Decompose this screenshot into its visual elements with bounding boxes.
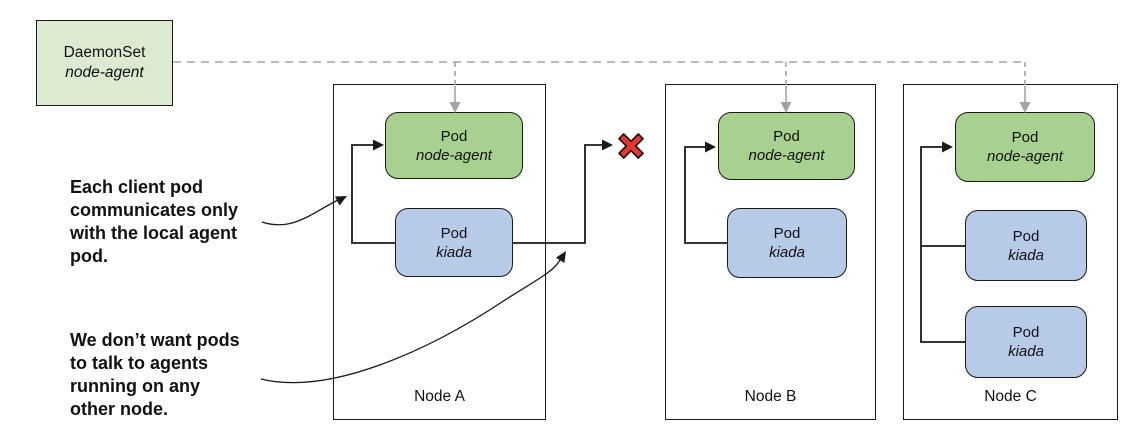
pod-kind: Pod — [440, 127, 468, 145]
daemonset-dashed-link — [173, 61, 1026, 103]
node-b-kiada-pod: Pod kiada — [727, 208, 847, 278]
node-a-cross-node-arrowhead — [602, 139, 613, 151]
forbidden-x-icon — [618, 133, 644, 159]
annotation-no-cross-node: We don’t want pods to talk to agents run… — [70, 329, 310, 421]
daemonset-box: DaemonSet node-agent — [36, 20, 173, 106]
annotation-line: to talk to agents — [70, 353, 209, 373]
pod-kind: Pod — [1011, 129, 1039, 146]
pod-name: node-agent — [748, 147, 825, 164]
pod-name: kiada — [1008, 246, 1044, 264]
pod-kind: Pod — [440, 224, 468, 242]
annotation-local-only: Each client pod communicates only with t… — [70, 176, 310, 268]
pod-kind: Pod — [773, 225, 801, 242]
annotation-line: running on any — [70, 376, 200, 396]
node-b-agent-pod: Pod node-agent — [718, 112, 855, 180]
annotation-line: Each client pod — [70, 177, 204, 197]
node-a-label: Node A — [414, 388, 465, 405]
node-b-label: Node B — [744, 388, 797, 405]
annotation-line: pod. — [70, 246, 108, 266]
pod-kind: Pod — [1012, 227, 1040, 245]
daemonset-kind: DaemonSet — [63, 44, 146, 61]
node-c-agent-pod: Pod node-agent — [955, 112, 1095, 182]
pod-name: kiada — [436, 243, 472, 261]
node-a-kiada-pod: Pod kiada — [395, 208, 513, 277]
pod-name: kiada — [769, 244, 805, 261]
pod-kind: Pod — [1012, 324, 1040, 341]
node-c-kiada-pod-1: Pod kiada — [965, 210, 1087, 281]
annotation-line: We don’t want pods — [70, 330, 240, 350]
annotation-line: other node. — [70, 399, 168, 419]
pod-kind: Pod — [773, 128, 800, 145]
node-c-label: Node C — [984, 388, 1037, 405]
pod-name: node-agent — [416, 146, 492, 164]
node-c-kiada-pod-2: Pod kiada — [965, 306, 1087, 378]
node-a-agent-pod: Pod node-agent — [385, 112, 523, 179]
annotation-line: with the local agent — [70, 223, 238, 243]
pod-name: kiada — [1008, 343, 1044, 360]
pod-name: node-agent — [987, 148, 1063, 165]
daemonset-name: node-agent — [65, 64, 144, 81]
annotation-line: communicates only — [70, 200, 239, 220]
